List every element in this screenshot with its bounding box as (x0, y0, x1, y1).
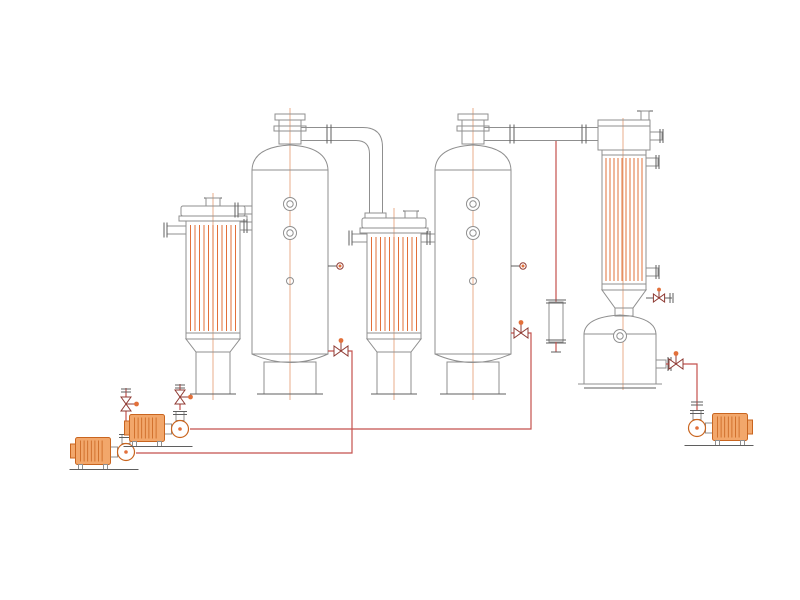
vapor-duct-1 (301, 124, 387, 219)
pump-b (123, 411, 193, 447)
receiver-tank (578, 314, 672, 389)
valve-icon (333, 338, 349, 357)
pump-a (69, 434, 139, 470)
condenser (597, 110, 664, 317)
heater-1 (163, 197, 253, 395)
valve-icon (513, 320, 529, 339)
valve-icon (174, 389, 193, 405)
heater-2 (348, 210, 436, 395)
barometric-leg (546, 141, 566, 353)
centerlines (212, 108, 624, 400)
vapor-duct-2 (484, 124, 598, 144)
pump-c (684, 410, 754, 446)
valve-icon (668, 351, 684, 370)
valve-icon (120, 396, 139, 412)
valve-icon (652, 287, 666, 303)
valves (120, 287, 684, 412)
separator-1 (234, 113, 344, 395)
separator-2 (434, 113, 527, 395)
